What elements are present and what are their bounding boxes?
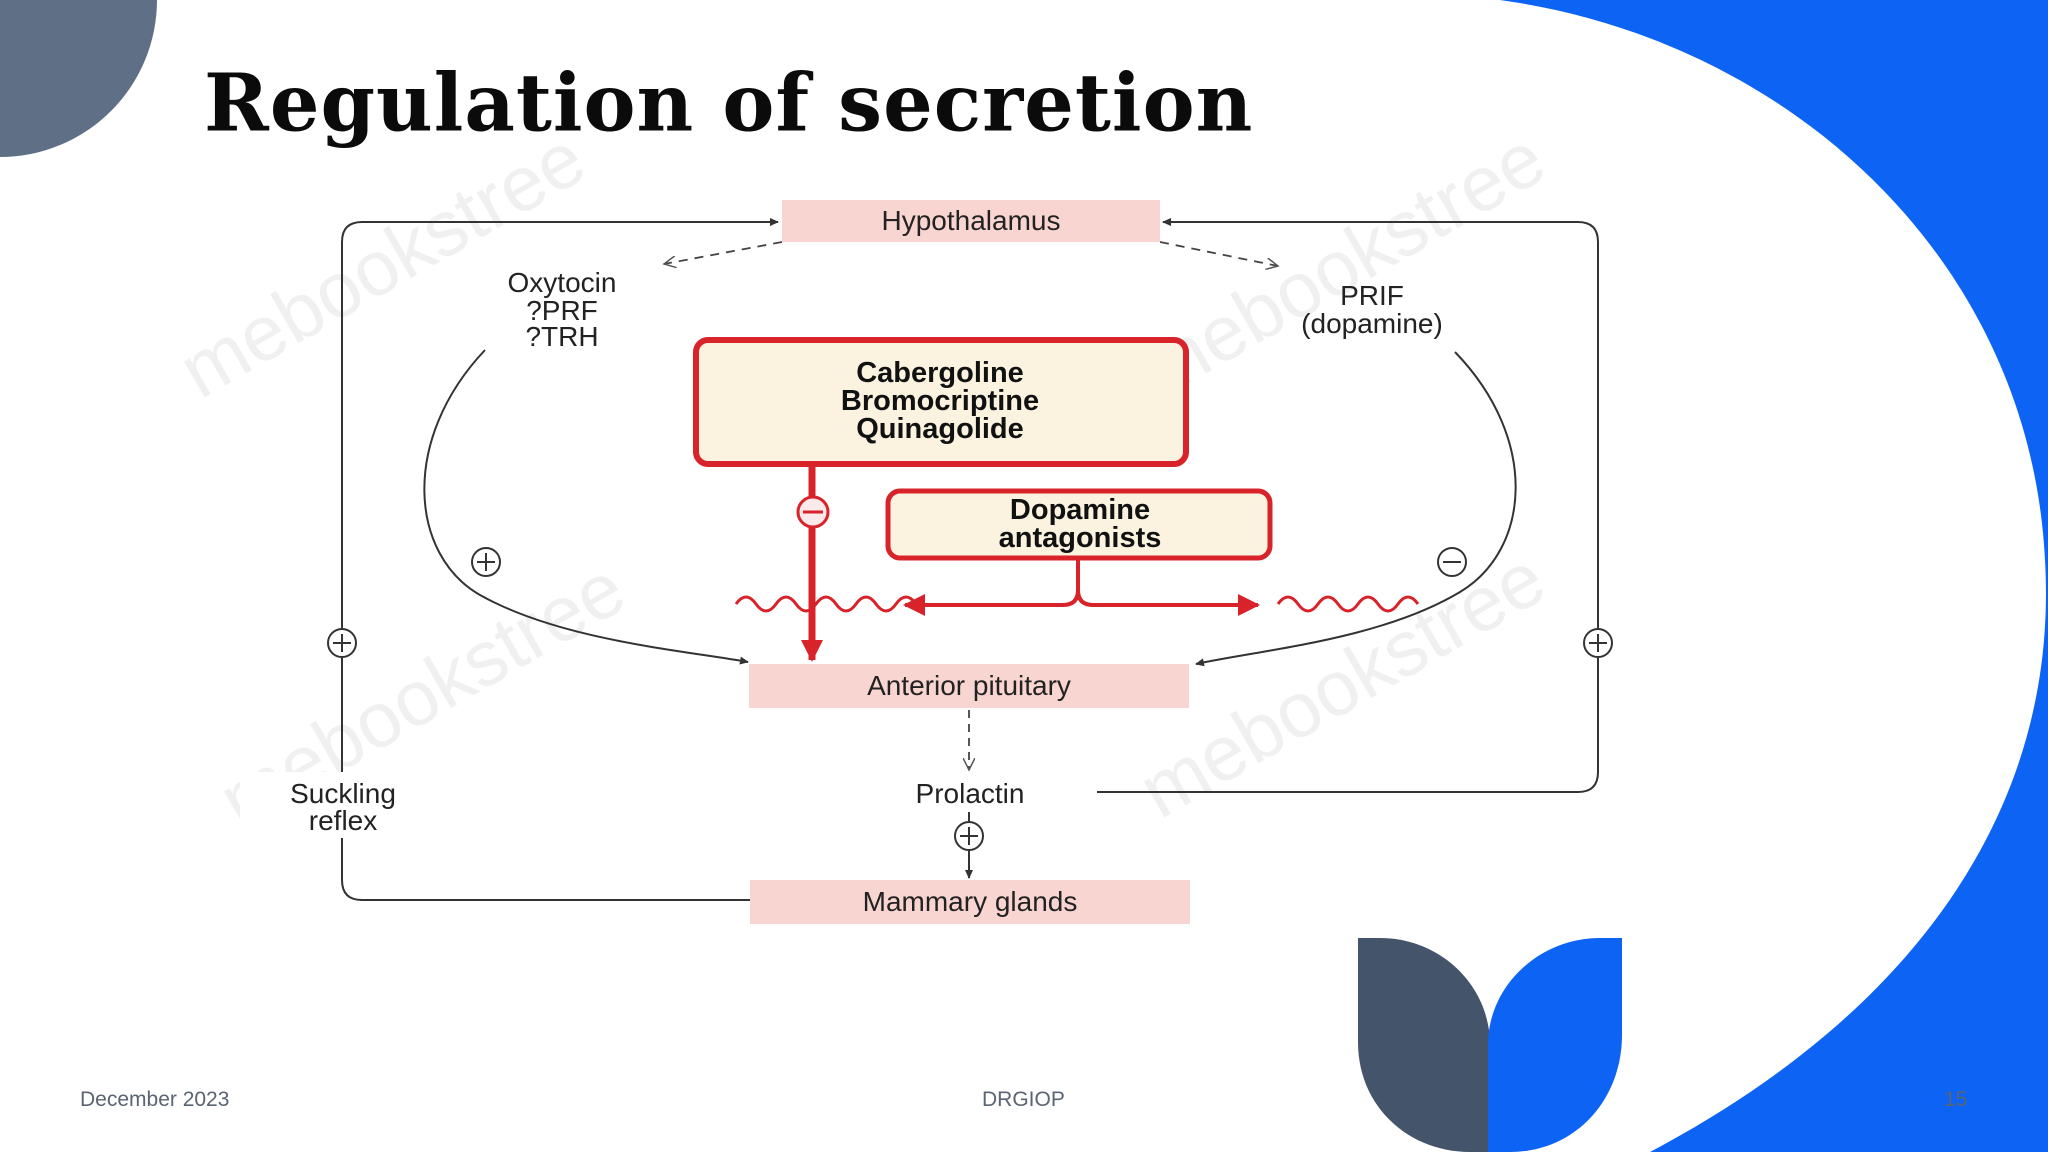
suckling-reflex-label: Suckling reflex	[290, 778, 396, 836]
antagonist-line-2: antagonists	[999, 522, 1162, 554]
blue-sweep-shape	[1500, 0, 2048, 1152]
stimulatory-curve	[423, 349, 749, 665]
blue-leaf-shape	[1488, 938, 1622, 1152]
antagonist-right-branch	[1076, 589, 1260, 616]
drug-cabergoline: Cabergoline	[856, 357, 1024, 389]
right-factors: PRIF (dopamine)	[1301, 280, 1443, 339]
dashed-arrow-to-prif	[1159, 241, 1278, 266]
footer-date: December 2023	[80, 1088, 230, 1111]
hypothalamus-label: Hypothalamus	[882, 205, 1061, 236]
suckling-line-2: reflex	[309, 805, 377, 836]
antagonist-label: Dopamine antagonists	[999, 494, 1162, 554]
watermark-text: mebookstree	[1125, 113, 1559, 415]
left-factors: Oxytocin ?PRF ?TRH	[508, 267, 617, 352]
footer-organization: DRGIOP	[982, 1088, 1065, 1111]
dopamine-agonist-box	[693, 337, 1189, 467]
minus-sign-icon	[1437, 547, 1467, 577]
red-minus-icon	[796, 495, 830, 529]
plus-sign-icon	[471, 547, 501, 577]
antagonist-line-1: Dopamine	[1010, 494, 1150, 526]
plus-sign-icon	[1583, 628, 1613, 658]
page-number: 15	[1944, 1088, 1968, 1111]
slide-title: Regulation of secretion	[204, 57, 1254, 150]
mammary-glands-label: Mammary glands	[863, 886, 1078, 917]
factor-trh: ?TRH	[525, 321, 598, 352]
prolactin-label: Prolactin	[916, 778, 1025, 809]
watermark-text: mebookstree	[165, 113, 599, 415]
plus-sign-icon	[327, 628, 357, 658]
prolactin-feedback-loop	[1097, 218, 1599, 793]
drug-bromocriptine: Bromocriptine	[841, 385, 1039, 417]
watermark-text: mebookstree	[1125, 533, 1559, 835]
factor-dopamine: (dopamine)	[1301, 308, 1443, 339]
factor-prif: PRIF	[1340, 280, 1404, 311]
antagonist-stem	[903, 558, 1080, 616]
anterior-pituitary-label: Anterior pituitary	[867, 670, 1071, 701]
plus-sign-icon	[954, 821, 984, 851]
factor-oxytocin: Oxytocin	[508, 267, 617, 298]
right-squiggle	[1276, 595, 1420, 613]
hypothalamus-box	[782, 200, 1160, 242]
slate-leaf-shape	[1358, 938, 1490, 1152]
suckling-line-1: Suckling	[290, 778, 396, 809]
suckling-label-backdrop	[240, 772, 444, 838]
dashed-arrow-to-oxytocin	[664, 241, 783, 264]
anterior-pituitary-box	[749, 664, 1189, 708]
mammary-glands-box	[750, 880, 1190, 924]
inhibitory-curve	[1195, 351, 1517, 667]
left-squiggle	[734, 595, 918, 613]
factor-prf: ?PRF	[526, 295, 598, 326]
agonist-list: Cabergoline Bromocriptine Quinagolide	[841, 357, 1039, 445]
suckling-reflex-loop	[341, 218, 779, 901]
drug-quinagolide: Quinagolide	[856, 413, 1024, 445]
corner-quarter-circle	[0, 0, 157, 157]
